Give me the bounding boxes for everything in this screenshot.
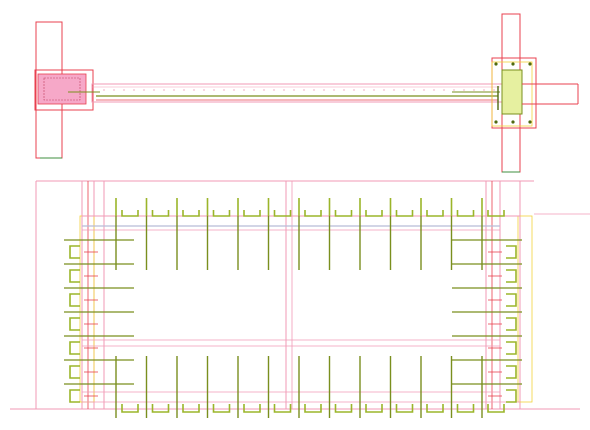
bottom-stirrup (487, 404, 505, 413)
right-side-bars (452, 239, 522, 403)
right-side-hook (506, 389, 517, 403)
bottom-stirrup (456, 404, 475, 413)
elevation-view (10, 180, 590, 418)
top-stirrup (267, 198, 292, 217)
column-bar-dot (528, 62, 532, 66)
right-side-hook (506, 317, 517, 331)
top-stirrup (298, 198, 322, 217)
top-stirrup (115, 198, 139, 217)
left-side-hook (69, 293, 80, 307)
right-side-hook (506, 245, 517, 259)
right-column-section (491, 13, 579, 173)
elev-left-column (79, 181, 105, 409)
column-bar-dot (494, 62, 498, 66)
top-stirrups (115, 198, 505, 270)
bottom-stirrup (334, 404, 353, 413)
left-column-hatch (37, 73, 87, 105)
right-side-hook (506, 365, 517, 379)
top-stirrup (481, 198, 505, 217)
top-stirrup (450, 198, 475, 217)
bottom-stirrup (121, 404, 139, 413)
right-side-hook (506, 341, 517, 355)
left-side-hook (69, 269, 80, 283)
left-side-hook (69, 389, 80, 403)
top-stirrup (389, 198, 414, 217)
bottom-stirrups (115, 356, 505, 418)
right-side-hook (506, 293, 517, 307)
bottom-stirrup (151, 404, 170, 413)
plan-view (34, 13, 579, 173)
top-stirrup (359, 198, 383, 217)
column-bar-dot (494, 120, 498, 124)
bottom-stirrup (426, 404, 444, 413)
right-column-bar-dots (494, 62, 532, 124)
left-side-hook (69, 317, 80, 331)
left-side-hook (69, 365, 80, 379)
bottom-stirrup (212, 404, 231, 413)
column-bar-dot (511, 62, 515, 66)
column-bar-dot (528, 120, 532, 124)
top-stirrup (420, 198, 444, 217)
bottom-stirrup (243, 404, 261, 413)
left-side-bars (64, 239, 134, 403)
plan-beam (68, 83, 503, 103)
beam-stirrup-marks (103, 89, 495, 91)
top-stirrup (206, 198, 231, 217)
top-stirrup (237, 198, 261, 217)
right-column-yellow-border (491, 61, 533, 127)
right-side-hook (506, 269, 517, 283)
column-bar-dot (511, 120, 515, 124)
left-column-cap (34, 69, 94, 111)
left-side-hook (69, 245, 80, 259)
bottom-stirrup (273, 404, 292, 413)
elev-right-column (485, 181, 533, 409)
top-stirrup (328, 198, 353, 217)
left-side-hook (69, 341, 80, 355)
top-stirrup (176, 198, 200, 217)
bottom-stirrup (365, 404, 383, 413)
left-column-inner (43, 77, 81, 101)
left-column-section (34, 21, 94, 159)
bottom-stirrup (395, 404, 414, 413)
bottom-stirrup (182, 404, 200, 413)
bottom-stirrup (304, 404, 322, 413)
top-stirrup (145, 198, 170, 217)
right-column-core (501, 69, 523, 115)
right-yellow-box (517, 215, 533, 403)
